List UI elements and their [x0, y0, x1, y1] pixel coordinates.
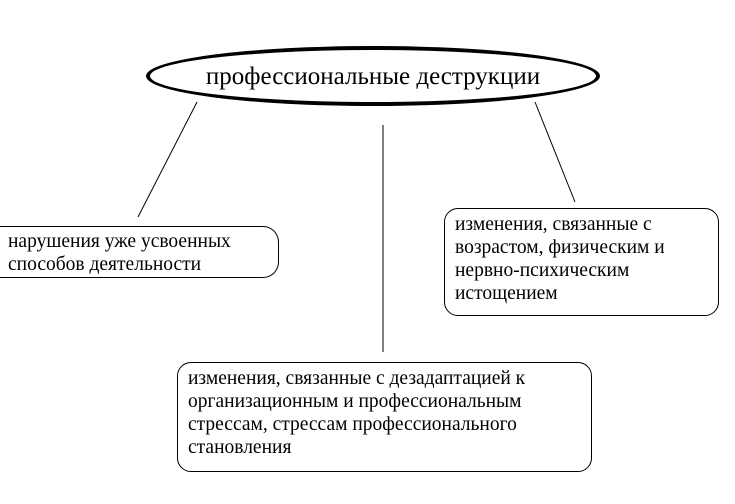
diagram-title: профессиональные деструкции	[205, 62, 541, 90]
node-age-exhaustion: изменения, связанные с возрастом, физиче…	[444, 208, 719, 316]
connector-right	[534, 101, 576, 203]
title-ellipse: профессиональные деструкции	[146, 46, 600, 106]
node-stress-maladaptation: изменения, связанные с дезадаптацией к о…	[177, 362, 592, 472]
node-skill-disruption: нарушения уже усвоенных способов деятель…	[0, 226, 279, 278]
connector-left	[137, 101, 198, 218]
